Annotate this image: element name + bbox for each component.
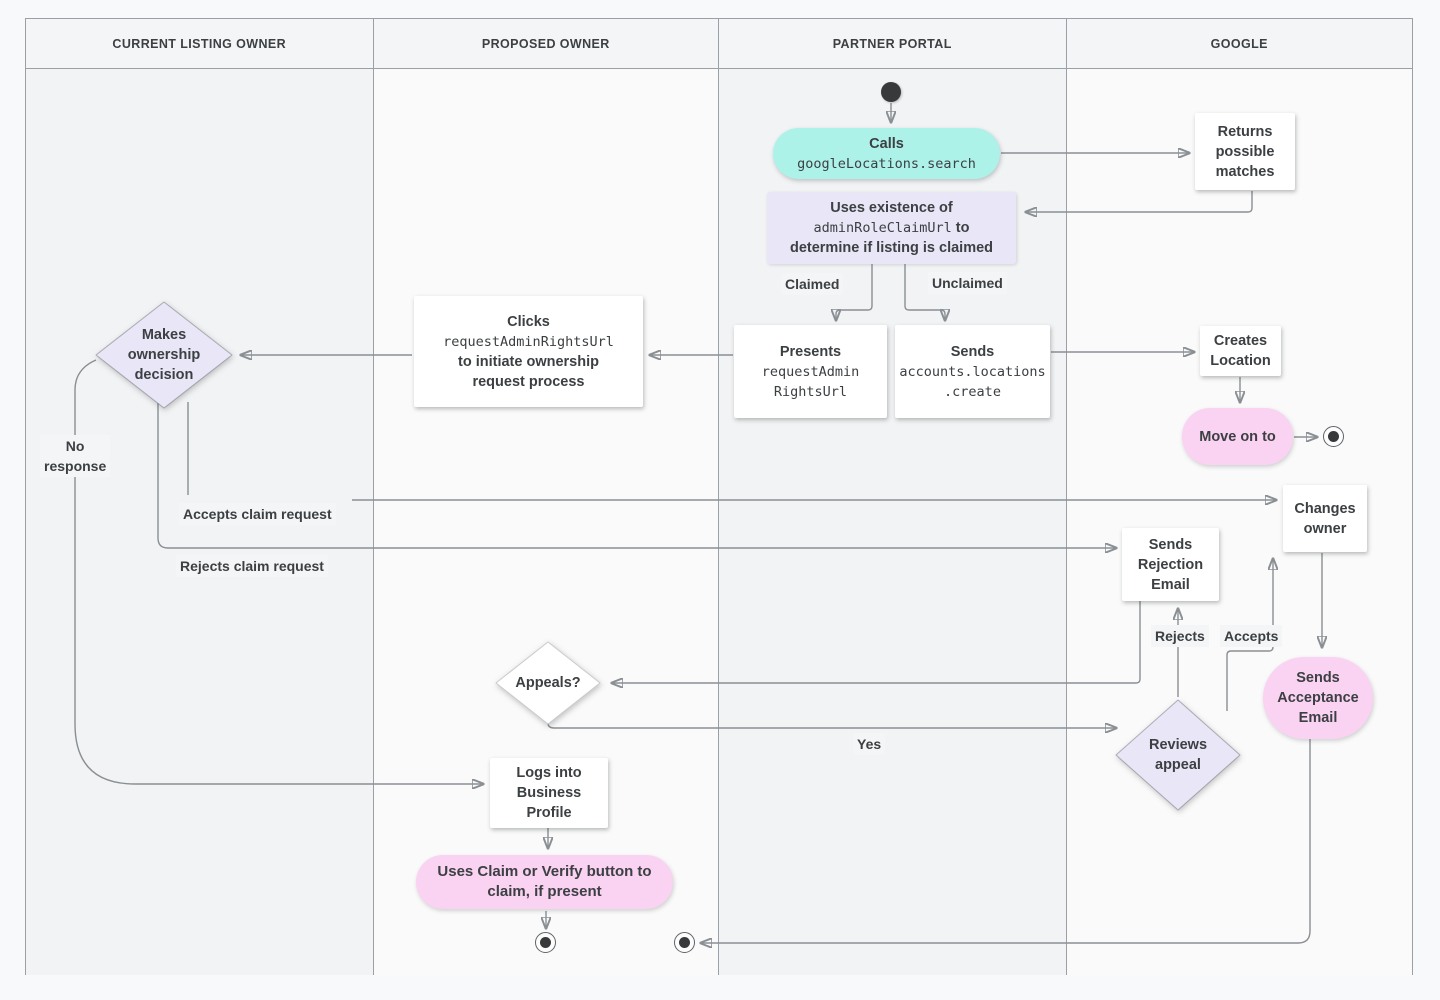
node-code: accounts.locations .create [899, 363, 1046, 400]
node-line: adminRoleClaimUrl to [814, 218, 970, 238]
node-title: Presents [779, 343, 842, 360]
node-move-on-to: Move on to [1182, 408, 1293, 465]
edge-label-unclaimed: Unclaimed [928, 272, 1007, 294]
lane-header-partner-portal: PARTNER PORTAL [719, 19, 1067, 69]
node-sends-acceptance-email: Sends Acceptance Email [1263, 657, 1373, 739]
lane-header-google: GOOGLE [1066, 19, 1412, 69]
node-code: googleLocations.search [797, 155, 976, 172]
node-sends-accounts-locations-create: Sends accounts.locations .create [895, 325, 1050, 418]
node-text: to initiate ownership request process [458, 353, 599, 390]
node-clicks-requestadminrightsurl: Clicks requestAdminRightsUrl to initiate… [414, 296, 643, 407]
edge-label-accepts-claim-request: Accepts claim request [179, 503, 336, 525]
edge-label-rejects: Rejects [1151, 625, 1209, 647]
end-node-move-on [1323, 426, 1344, 447]
node-title: Clicks [507, 313, 550, 330]
diamond-shape [1115, 699, 1241, 811]
node-text: to [951, 220, 970, 236]
node-uses-existence: Uses existence of adminRoleClaimUrl to d… [767, 192, 1016, 264]
edge-label-claimed: Claimed [781, 273, 844, 295]
node-text: Makes ownership decision [127, 327, 201, 383]
node-logs-into-business-profile: Logs into Business Profile [490, 758, 608, 828]
node-makes-ownership-decision: Makes ownership decision [95, 301, 233, 409]
edge-label-yes: Yes [853, 733, 886, 755]
node-sends-rejection-email: Sends Rejection Email [1122, 528, 1219, 601]
end-node-dot [540, 937, 551, 948]
node-changes-owner: Changes owner [1283, 485, 1367, 552]
lane-proposed-owner [373, 69, 719, 975]
node-calls-googlelocations-search: Calls googleLocations.search [773, 128, 1000, 179]
end-node-dot [679, 937, 690, 948]
node-code: requestAdminRightsUrl [443, 333, 614, 350]
node-title: Calls [869, 135, 904, 152]
end-node-acceptance [674, 932, 695, 953]
node-returns-possible-matches: Returns possible matches [1195, 113, 1295, 190]
lane-header-proposed-owner: PROPOSED OWNER [373, 19, 719, 69]
node-code: adminRoleClaimUrl [813, 220, 952, 236]
edge-label-rejects-claim-request: Rejects claim request [176, 555, 328, 577]
node-code: requestAdmin RightsUrl [761, 363, 860, 400]
node-title: Sends [950, 343, 995, 360]
node-presents-requestadminrightsurl: Presents requestAdmin RightsUrl [734, 325, 887, 418]
edge-label-no-response: No response [40, 435, 111, 477]
end-node-dot [1328, 431, 1339, 442]
lane-headers: CURRENT LISTING OWNER PROPOSED OWNER PAR… [26, 19, 1412, 69]
diamond-shape [495, 641, 601, 725]
lane-header-current-listing-owner: CURRENT LISTING OWNER [26, 19, 374, 69]
diamond-shape [95, 301, 233, 409]
start-node [881, 82, 901, 102]
node-text: Appeals? [515, 675, 581, 691]
node-line: Uses existence of [830, 200, 953, 216]
end-node-claim [535, 932, 556, 953]
node-text: Reviews appeal [1148, 737, 1208, 773]
node-reviews-appeal: Reviews appeal [1115, 699, 1241, 811]
node-appeals-decision: Appeals? [495, 641, 601, 725]
node-creates-location: Creates Location [1200, 326, 1281, 376]
node-uses-claim-or-verify: Uses Claim or Verify button to claim, if… [416, 855, 673, 909]
edge-label-accepts: Accepts [1220, 625, 1283, 647]
node-line: determine if listing is claimed [789, 240, 994, 256]
